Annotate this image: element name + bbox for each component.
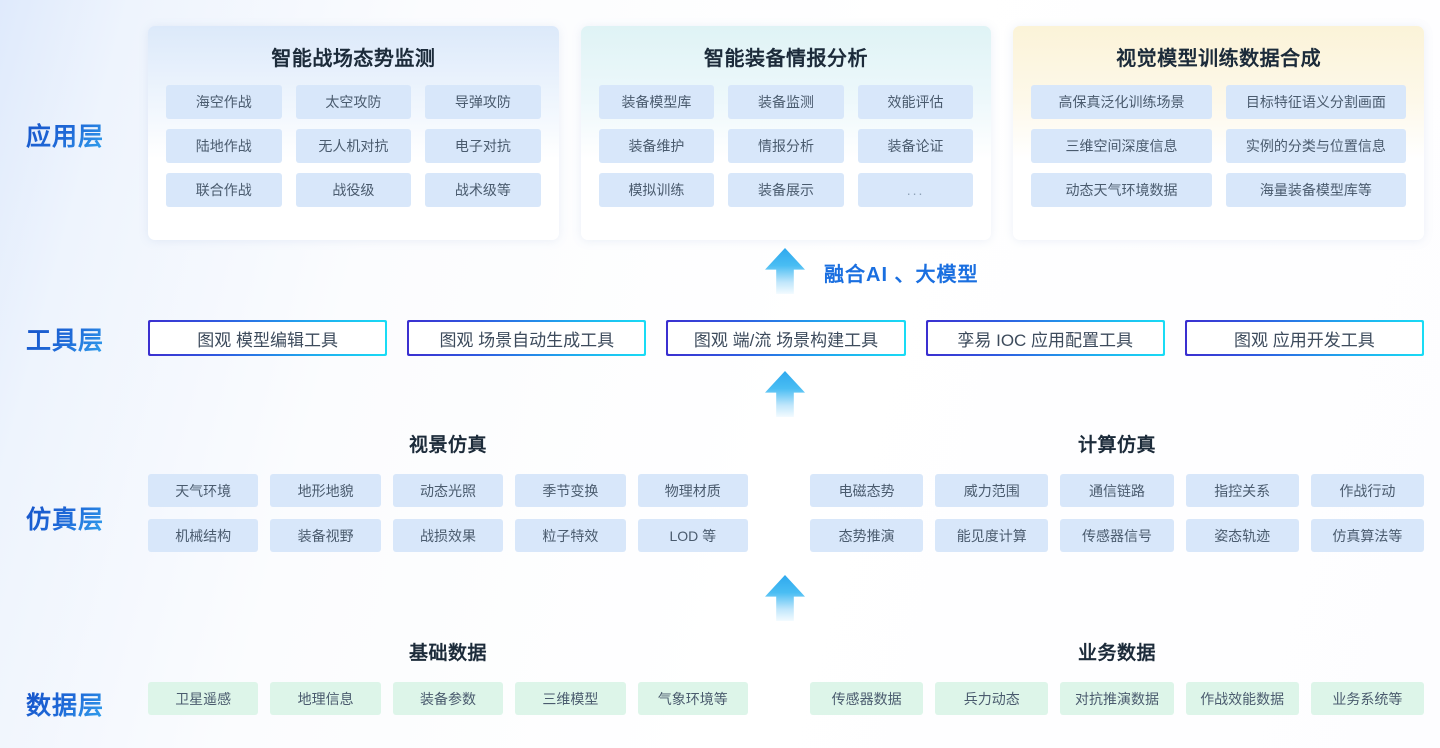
fusion-caption: 融合AI 、大模型 <box>824 264 979 286</box>
app-chip[interactable]: 战术级等 <box>425 173 541 207</box>
sim-cell[interactable]: 通信链路 <box>1060 474 1174 507</box>
app-chip[interactable]: 高保真泛化训练场景 <box>1031 85 1212 119</box>
panel-title: 智能装备情报分析 <box>704 48 868 70</box>
data-cell-grid: 卫星遥感 地理信息 装备参数 三维模型 气象环境等 <box>148 682 748 715</box>
tool-label: 图观 模型编辑工具 <box>150 322 386 354</box>
tool-layer-row: 图观 模型编辑工具 图观 场景自动生成工具 图观 端/流 场景构建工具 孪易 I… <box>148 320 1425 356</box>
app-chip[interactable]: 陆地作战 <box>166 129 282 163</box>
sim-cell[interactable]: 地形地貌 <box>270 474 381 507</box>
layer-label-application: 应用层 <box>26 117 146 153</box>
app-chip[interactable]: 装备模型库 <box>598 85 715 119</box>
simulation-cell-grid: 天气环境 地形地貌 动态光照 季节变换 物理材质 机械结构 装备视野 战损效果 … <box>148 474 748 552</box>
sim-cell[interactable]: 指控关系 <box>1185 474 1299 507</box>
sim-cell[interactable]: 电磁态势 <box>810 474 924 507</box>
app-chip[interactable]: 模拟训练 <box>598 173 715 207</box>
simulation-group-visual: 视景仿真 天气环境 地形地貌 动态光照 季节变换 物理材质 机械结构 装备视野 … <box>148 430 748 552</box>
app-chip[interactable]: 三维空间深度信息 <box>1031 129 1212 163</box>
app-chip[interactable]: 战役级 <box>295 173 412 207</box>
data-cell[interactable]: 地理信息 <box>270 682 381 715</box>
sim-cell[interactable]: 机械结构 <box>148 519 259 552</box>
application-panel-vision-training[interactable]: 视觉模型训练数据合成 高保真泛化训练场景 目标特征语义分割画面 三维空间深度信息… <box>1013 26 1425 240</box>
panel-chip-grid: 海空作战 太空攻防 导弹攻防 陆地作战 无人机对抗 电子对抗 联合作战 战役级 … <box>148 85 559 207</box>
group-title: 业务数据 <box>1077 643 1156 664</box>
app-chip[interactable]: 海空作战 <box>166 85 282 119</box>
sim-cell[interactable]: 作战行动 <box>1310 474 1424 507</box>
data-cell[interactable]: 三维模型 <box>515 682 626 715</box>
group-title: 视景仿真 <box>408 435 487 456</box>
up-arrow-icon-data-to-simulation <box>765 575 805 621</box>
app-chip[interactable]: 装备展示 <box>728 173 844 207</box>
panel-title: 视觉模型训练数据合成 <box>1116 48 1322 70</box>
app-chip[interactable]: 联合作战 <box>166 173 282 207</box>
tool-box-model-editor[interactable]: 图观 模型编辑工具 <box>148 320 388 356</box>
sim-cell[interactable]: 传感器信号 <box>1060 519 1174 552</box>
tool-label: 图观 端/流 场景构建工具 <box>668 322 904 354</box>
data-cell[interactable]: 气象环境等 <box>637 682 748 715</box>
application-panel-equipment-intel[interactable]: 智能装备情报分析 装备模型库 装备监测 效能评估 装备维护 情报分析 装备论证 … <box>580 26 992 240</box>
sim-cell[interactable]: 能见度计算 <box>935 519 1049 552</box>
app-chip[interactable]: 装备论证 <box>857 129 974 163</box>
data-cell[interactable]: 兵力动态 <box>935 682 1049 715</box>
layer-label-data: 数据层 <box>26 686 146 722</box>
sim-cell[interactable]: 仿真算法等 <box>1310 519 1424 552</box>
app-chip[interactable]: 装备维护 <box>598 129 715 163</box>
simulation-group-compute: 计算仿真 电磁态势 威力范围 通信链路 指控关系 作战行动 态势推演 能见度计算… <box>810 430 1424 552</box>
sim-cell[interactable]: 装备视野 <box>270 519 381 552</box>
sim-cell[interactable]: 动态光照 <box>392 474 504 507</box>
group-title: 基础数据 <box>408 643 487 664</box>
sim-cell[interactable]: LOD 等 <box>637 519 748 552</box>
app-chip[interactable]: 无人机对抗 <box>295 129 412 163</box>
panel-chip-grid: 高保真泛化训练场景 目标特征语义分割画面 三维空间深度信息 实例的分类与位置信息… <box>1013 85 1424 207</box>
panel-title: 智能战场态势监测 <box>271 48 436 70</box>
sim-cell[interactable]: 季节变换 <box>515 474 626 507</box>
data-cell[interactable]: 对抗推演数据 <box>1060 682 1174 715</box>
application-panel-battlefield[interactable]: 智能战场态势监测 海空作战 太空攻防 导弹攻防 陆地作战 无人机对抗 电子对抗 … <box>148 26 559 240</box>
up-arrow-icon-fusion <box>765 248 805 294</box>
data-cell[interactable]: 作战效能数据 <box>1185 682 1299 715</box>
app-chip[interactable]: 实例的分类与位置信息 <box>1225 129 1407 163</box>
app-chip[interactable]: 海量装备模型库等 <box>1225 173 1407 207</box>
app-chip[interactable]: 目标特征语义分割画面 <box>1225 85 1407 119</box>
data-cell[interactable]: 业务系统等 <box>1310 682 1424 715</box>
sim-cell[interactable]: 天气环境 <box>148 474 259 507</box>
tool-box-scene-autogen[interactable]: 图观 场景自动生成工具 <box>407 320 647 356</box>
tool-label: 孪易 IOC 应用配置工具 <box>927 322 1163 354</box>
tool-box-app-dev[interactable]: 图观 应用开发工具 <box>1184 320 1425 356</box>
sim-cell[interactable]: 姿态轨迹 <box>1185 519 1299 552</box>
data-cell[interactable]: 装备参数 <box>392 682 504 715</box>
group-title: 计算仿真 <box>1077 435 1156 456</box>
data-group-basic: 基础数据 卫星遥感 地理信息 装备参数 三维模型 气象环境等 <box>148 638 748 715</box>
data-cell-grid: 传感器数据 兵力动态 对抗推演数据 作战效能数据 业务系统等 <box>810 682 1424 715</box>
sim-cell[interactable]: 态势推演 <box>810 519 924 552</box>
app-chip[interactable]: 装备监测 <box>728 85 844 119</box>
simulation-cell-grid: 电磁态势 威力范围 通信链路 指控关系 作战行动 态势推演 能见度计算 传感器信… <box>810 474 1424 552</box>
sim-cell[interactable]: 威力范围 <box>935 474 1049 507</box>
sim-cell[interactable]: 粒子特效 <box>515 519 626 552</box>
application-layer-panels: 智能战场态势监测 海空作战 太空攻防 导弹攻防 陆地作战 无人机对抗 电子对抗 … <box>148 26 1425 240</box>
app-chip-ellipsis: ... <box>857 173 974 207</box>
app-chip[interactable]: 效能评估 <box>857 85 974 119</box>
data-cell[interactable]: 传感器数据 <box>810 682 924 715</box>
app-chip[interactable]: 电子对抗 <box>425 129 541 163</box>
app-chip[interactable]: 导弹攻防 <box>425 85 541 119</box>
sim-cell[interactable]: 物理材质 <box>637 474 748 507</box>
data-group-business: 业务数据 传感器数据 兵力动态 对抗推演数据 作战效能数据 业务系统等 <box>810 638 1424 715</box>
panel-chip-grid: 装备模型库 装备监测 效能评估 装备维护 情报分析 装备论证 模拟训练 装备展示… <box>581 85 992 207</box>
tool-box-ioc-config[interactable]: 孪易 IOC 应用配置工具 <box>925 320 1165 356</box>
tool-label: 图观 应用开发工具 <box>1186 322 1423 354</box>
app-chip[interactable]: 动态天气环境数据 <box>1031 173 1212 207</box>
tool-box-scene-builder[interactable]: 图观 端/流 场景构建工具 <box>666 320 906 356</box>
data-cell[interactable]: 卫星遥感 <box>148 682 259 715</box>
sim-cell[interactable]: 战损效果 <box>392 519 504 552</box>
tool-label: 图观 场景自动生成工具 <box>409 322 645 354</box>
app-chip[interactable]: 情报分析 <box>728 129 844 163</box>
layer-label-simulation: 仿真层 <box>26 500 146 536</box>
app-chip[interactable]: 太空攻防 <box>295 85 412 119</box>
layer-label-tool: 工具层 <box>26 321 146 357</box>
up-arrow-icon-simulation-to-tool <box>765 371 805 417</box>
